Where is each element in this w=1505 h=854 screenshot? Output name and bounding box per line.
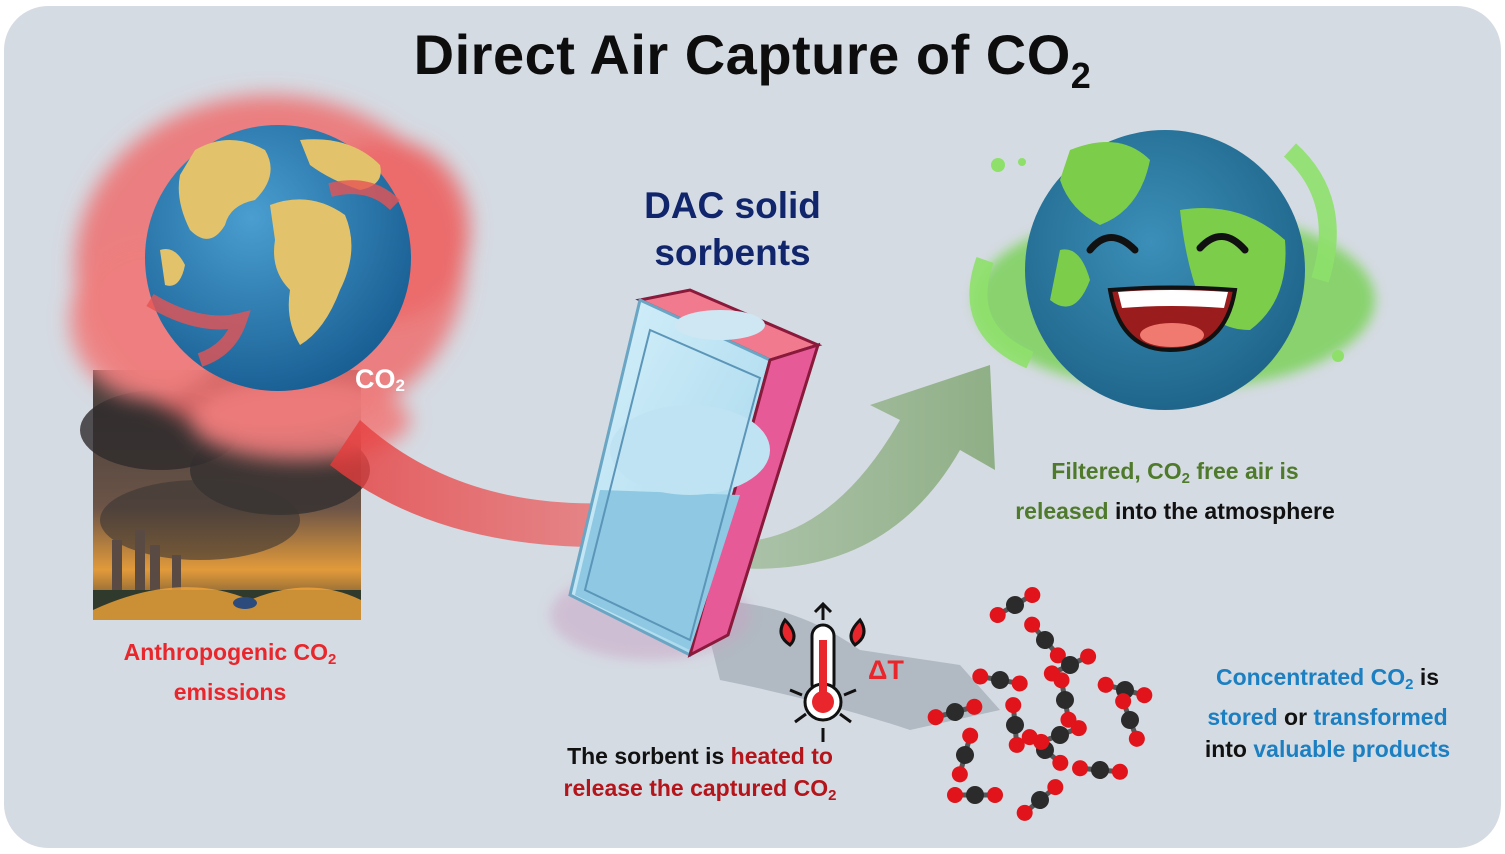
co2-molecule <box>1072 760 1128 780</box>
co2-molecule <box>989 587 1041 623</box>
sorbent-cartridge-icon <box>550 288 823 660</box>
happy-earth-icon <box>969 130 1375 410</box>
delta-t-label: ΔT <box>868 655 904 685</box>
co2-molecule <box>972 668 1028 692</box>
earth-co2-tag: CO2 <box>355 364 405 395</box>
sorbent-label: DAC solid sorbents <box>644 185 821 273</box>
co2-molecule <box>1115 693 1145 747</box>
co2-molecule <box>1053 672 1077 728</box>
thermometer-icon <box>779 601 866 742</box>
figure-title: Direct Air Capture of CO2 <box>413 23 1092 96</box>
polluted-earth-icon <box>145 125 411 391</box>
co2-molecule <box>1033 720 1087 750</box>
co2-molecule <box>947 786 1003 804</box>
green-flow-arrow <box>700 365 995 569</box>
emissions-caption: Anthropogenic CO2 emissions <box>123 639 337 705</box>
co2-molecule <box>1043 648 1097 682</box>
co2-molecule <box>1097 676 1153 704</box>
grey-flow-arrow <box>700 600 1000 730</box>
co2-molecule <box>951 727 979 783</box>
co2-molecule <box>1024 616 1066 664</box>
co2-molecules-icon <box>927 587 1153 821</box>
concentrated-caption: Concentrated CO2 is stored or transforme… <box>1204 664 1451 762</box>
co2-molecule <box>1005 697 1025 753</box>
red-flow-arrow <box>330 420 655 548</box>
co2-molecule <box>927 698 983 726</box>
heated-caption: The sorbent is heated to release the cap… <box>563 743 837 804</box>
co2-molecule <box>1016 779 1064 821</box>
filtered-caption: Filtered, CO2 free air is released into … <box>1015 458 1335 524</box>
